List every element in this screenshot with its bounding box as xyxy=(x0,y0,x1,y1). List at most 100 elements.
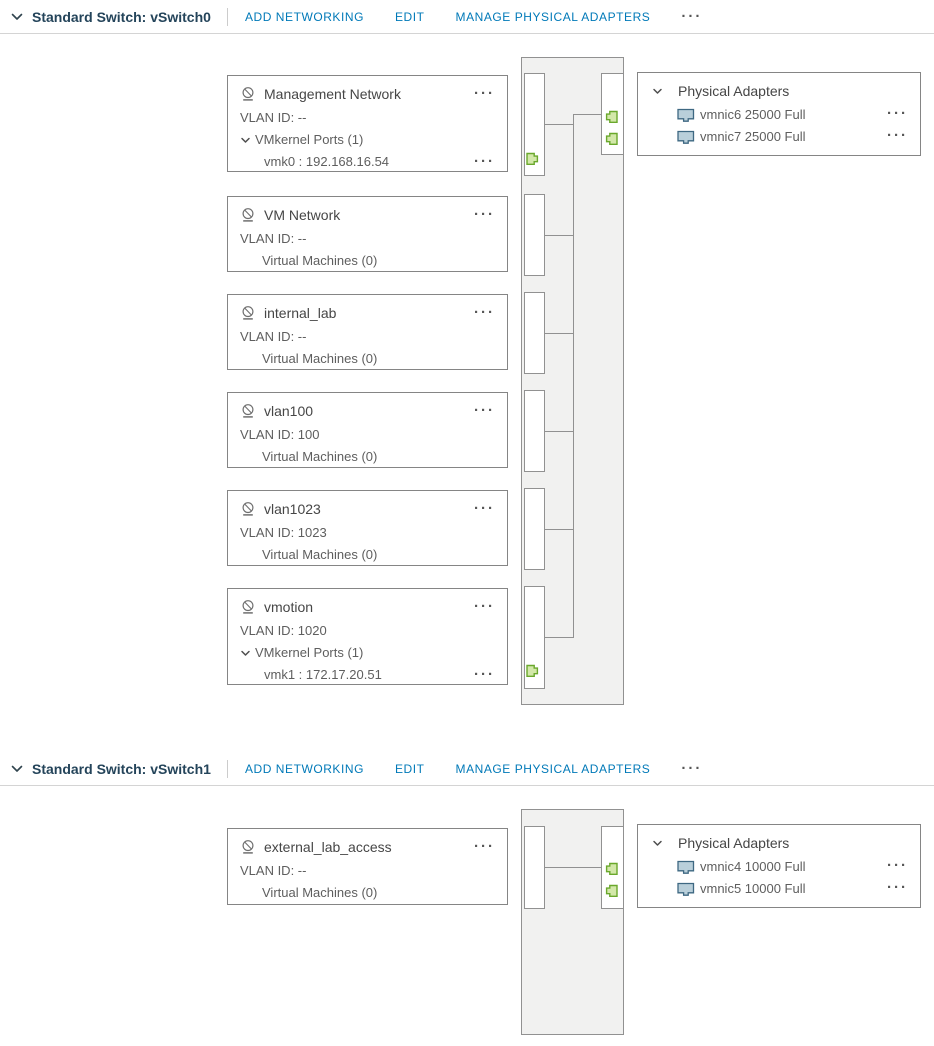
edit-button[interactable]: EDIT xyxy=(394,9,425,24)
chevron-down-icon[interactable] xyxy=(240,648,251,658)
more-actions-button[interactable]: ··· xyxy=(681,759,703,777)
vlan-id-label: VLAN ID: -- xyxy=(240,329,307,344)
connector-line xyxy=(545,867,601,868)
header-divider xyxy=(226,7,228,26)
nic-icon xyxy=(676,880,696,896)
port-slot-external-lab-access xyxy=(524,826,545,909)
uplink-port-icon xyxy=(605,110,618,124)
vmk-actions-button[interactable]: ··· xyxy=(474,152,495,170)
portgroup-card-vlan100: vlan100 ··· VLAN ID: 100 Virtual Machine… xyxy=(227,392,508,468)
virtual-machines-label: Virtual Machines (0) xyxy=(262,253,378,268)
nic-icon xyxy=(676,858,696,874)
connector-line xyxy=(545,333,573,334)
vlan-id-label: VLAN ID: -- xyxy=(240,110,307,125)
header-divider xyxy=(226,759,228,778)
vmkernel-ports-label: VMkernel Ports (1) xyxy=(255,132,364,147)
physical-adapters-panel-vswitch0: Physical Adapters vmnic6 25000 Full ··· … xyxy=(637,72,921,156)
physical-adapter-row: vmnic7 25000 Full ··· xyxy=(652,128,908,144)
portgroup-icon xyxy=(240,305,256,321)
nic-actions-button[interactable]: ··· xyxy=(887,127,908,144)
more-actions-button[interactable]: ··· xyxy=(681,7,703,25)
portgroup-icon xyxy=(240,599,256,615)
switch-trunk-line xyxy=(573,114,574,638)
portgroup-icon xyxy=(240,839,256,855)
portgroup-card-vlan1023: vlan1023 ··· VLAN ID: 1023 Virtual Machi… xyxy=(227,490,508,566)
uplink-port-icon xyxy=(605,884,618,898)
nic-icon xyxy=(676,128,696,144)
portgroup-actions-button[interactable]: ··· xyxy=(474,402,495,419)
portgroup-icon xyxy=(240,403,256,419)
switch-title: Standard Switch: vSwitch0 xyxy=(32,8,211,25)
switch-header-vswitch1: Standard Switch: vSwitch1 ADD NETWORKING… xyxy=(0,752,934,786)
switch-title: Standard Switch: vSwitch1 xyxy=(32,760,211,777)
vmkernel-port-icon xyxy=(526,664,539,678)
chevron-down-icon[interactable] xyxy=(652,86,664,97)
connector-line xyxy=(545,235,573,236)
vlan-id-label: VLAN ID: 100 xyxy=(240,427,320,442)
portgroup-icon xyxy=(240,207,256,223)
port-slot-vmotion xyxy=(524,586,545,689)
portgroup-card-internal-lab: internal_lab ··· VLAN ID: -- Virtual Mac… xyxy=(227,294,508,370)
vlan-id-label: VLAN ID: -- xyxy=(240,863,307,878)
connector-line xyxy=(545,637,573,638)
portgroup-card-vmotion: vmotion ··· VLAN ID: 1020 VMkernel Ports… xyxy=(227,588,508,685)
portgroup-card-external-lab-access: external_lab_access ··· VLAN ID: -- Virt… xyxy=(227,828,508,905)
nic-actions-button[interactable]: ··· xyxy=(887,105,908,122)
virtual-machines-label: Virtual Machines (0) xyxy=(262,449,378,464)
portgroup-actions-button[interactable]: ··· xyxy=(474,500,495,517)
physical-adapter-row: vmnic4 10000 Full ··· xyxy=(652,858,908,874)
nic-label: vmnic4 10000 Full xyxy=(700,858,806,874)
nic-label: vmnic7 25000 Full xyxy=(700,128,806,144)
chevron-down-icon[interactable] xyxy=(240,135,251,145)
uplink-port-icon xyxy=(605,862,618,876)
portgroup-name: internal_lab xyxy=(264,305,337,321)
collapse-section-chevron-icon[interactable] xyxy=(10,762,24,775)
portgroup-actions-button[interactable]: ··· xyxy=(474,598,495,615)
portgroup-card-management-network: Management Network ··· VLAN ID: -- VMker… xyxy=(227,75,508,172)
virtual-machines-label: Virtual Machines (0) xyxy=(262,547,378,562)
portgroup-actions-button[interactable]: ··· xyxy=(474,838,495,855)
nic-label: vmnic6 25000 Full xyxy=(700,106,806,122)
chevron-down-icon[interactable] xyxy=(652,838,664,849)
physical-adapter-row: vmnic5 10000 Full ··· xyxy=(652,880,908,896)
port-slot-vlan100 xyxy=(524,390,545,472)
port-slot-vlan1023 xyxy=(524,488,545,570)
uplink-port-icon xyxy=(605,132,618,146)
portgroup-icon xyxy=(240,501,256,517)
virtual-machines-label: Virtual Machines (0) xyxy=(262,885,378,900)
connector-line xyxy=(545,431,573,432)
portgroup-name: vlan1023 xyxy=(264,501,321,517)
portgroup-name: vmotion xyxy=(264,599,314,615)
connector-line xyxy=(545,124,573,125)
edit-button[interactable]: EDIT xyxy=(394,761,425,776)
vmk-actions-button[interactable]: ··· xyxy=(474,665,495,683)
vmk-address-label: vmk0 : 192.168.16.54 xyxy=(264,154,390,169)
portgroup-actions-button[interactable]: ··· xyxy=(474,206,495,223)
collapse-section-chevron-icon[interactable] xyxy=(10,10,24,23)
add-networking-button[interactable]: ADD NETWORKING xyxy=(244,761,364,776)
nic-label: vmnic5 10000 Full xyxy=(700,880,806,896)
connector-line xyxy=(545,529,573,530)
portgroup-name: VM Network xyxy=(264,207,341,223)
manage-physical-adapters-button[interactable]: MANAGE PHYSICAL ADAPTERS xyxy=(455,761,651,776)
switch-header-vswitch0: Standard Switch: vSwitch0 ADD NETWORKING… xyxy=(0,0,934,34)
physical-adapters-title: Physical Adapters xyxy=(678,83,790,99)
nic-actions-button[interactable]: ··· xyxy=(887,857,908,874)
manage-physical-adapters-button[interactable]: MANAGE PHYSICAL ADAPTERS xyxy=(455,9,651,24)
physical-adapters-title: Physical Adapters xyxy=(678,835,790,851)
vmkernel-ports-label: VMkernel Ports (1) xyxy=(255,645,364,660)
vlan-id-label: VLAN ID: 1020 xyxy=(240,623,327,638)
virtual-machines-label: Virtual Machines (0) xyxy=(262,351,378,366)
add-networking-button[interactable]: ADD NETWORKING xyxy=(244,9,364,24)
portgroup-actions-button[interactable]: ··· xyxy=(474,304,495,321)
portgroup-name: Management Network xyxy=(264,86,401,102)
vlan-id-label: VLAN ID: 1023 xyxy=(240,525,327,540)
portgroup-icon xyxy=(240,86,256,102)
vlan-id-label: VLAN ID: -- xyxy=(240,231,307,246)
portgroup-actions-button[interactable]: ··· xyxy=(474,85,495,102)
nic-actions-button[interactable]: ··· xyxy=(887,879,908,896)
physical-adapters-panel-vswitch1: Physical Adapters vmnic4 10000 Full ··· … xyxy=(637,824,921,908)
vmkernel-port-icon xyxy=(526,152,539,166)
portgroup-card-vm-network: VM Network ··· VLAN ID: -- Virtual Machi… xyxy=(227,196,508,272)
